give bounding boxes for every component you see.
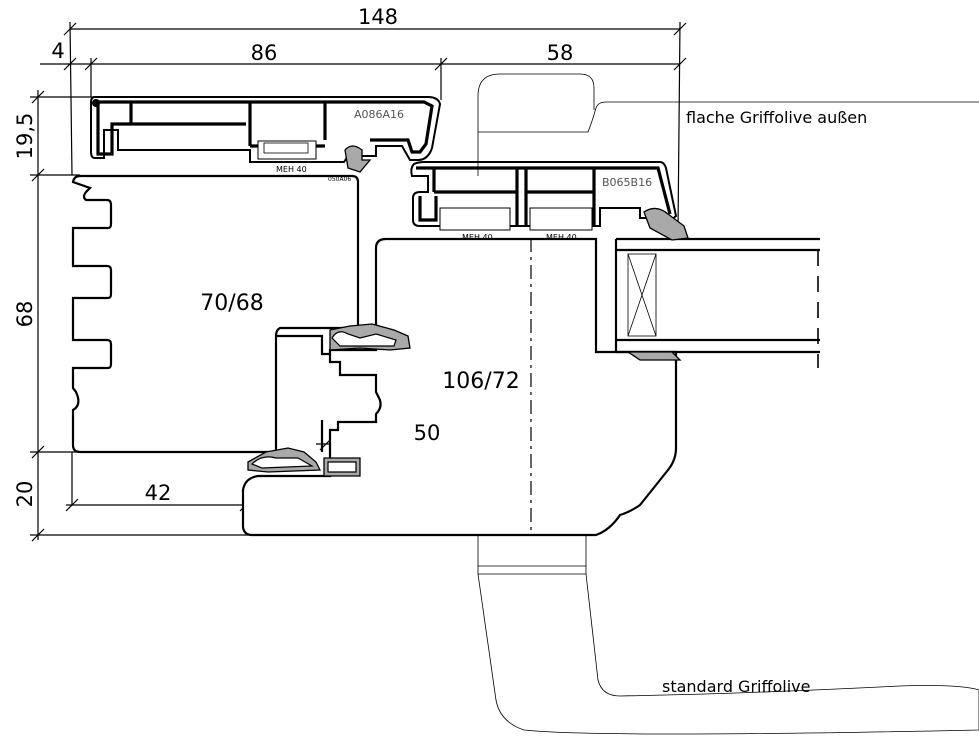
frame-alu-cladding [90, 96, 442, 173]
sash-section-label: 106/72 [442, 369, 519, 394]
dimension-lines [30, 21, 687, 542]
small-profile-code: 050A06 [328, 176, 351, 183]
profile-labels: 70/68 106/72 A086A16 B065B16 MEH 40 MEH … [200, 108, 652, 394]
frame-rebate-step [276, 334, 330, 452]
flat-handle-label: flache Griffolive außen [686, 108, 867, 127]
dim-bottom-height: 20 [13, 481, 37, 508]
gaskets [247, 323, 411, 477]
dim-sash-axis: 50 [414, 421, 441, 445]
sash-clip-label-1: MEH 40 [462, 233, 493, 242]
dim-cladding-width: 86 [251, 41, 278, 65]
dim-cladding-height: 19,5 [13, 113, 37, 160]
dim-overall-width: 148 [358, 5, 398, 29]
dim-rebate-width: 42 [145, 481, 172, 505]
dim-offset-left: 4 [51, 39, 64, 63]
frame-section-label: 70/68 [200, 291, 263, 316]
standard-handle [477, 535, 979, 735]
frame-cladding-code: A086A16 [354, 108, 404, 121]
flat-handle [477, 73, 979, 176]
handle-labels: flache Griffolive außen standard Griffol… [662, 108, 867, 696]
sash-clip-label-2: MEH 40 [546, 233, 577, 242]
dim-frame-height: 68 [13, 301, 37, 328]
dim-sash-cladding-width: 58 [547, 41, 574, 65]
dimension-labels: 148 4 86 58 19,5 68 20 42 50 [13, 5, 573, 507]
sash-cladding-code: B065B16 [602, 176, 652, 189]
frame-clip-label: MEH 40 [276, 165, 307, 174]
glazing [614, 237, 820, 368]
standard-handle-label: standard Griffolive [662, 677, 811, 696]
sash-alu-cladding [410, 161, 689, 241]
